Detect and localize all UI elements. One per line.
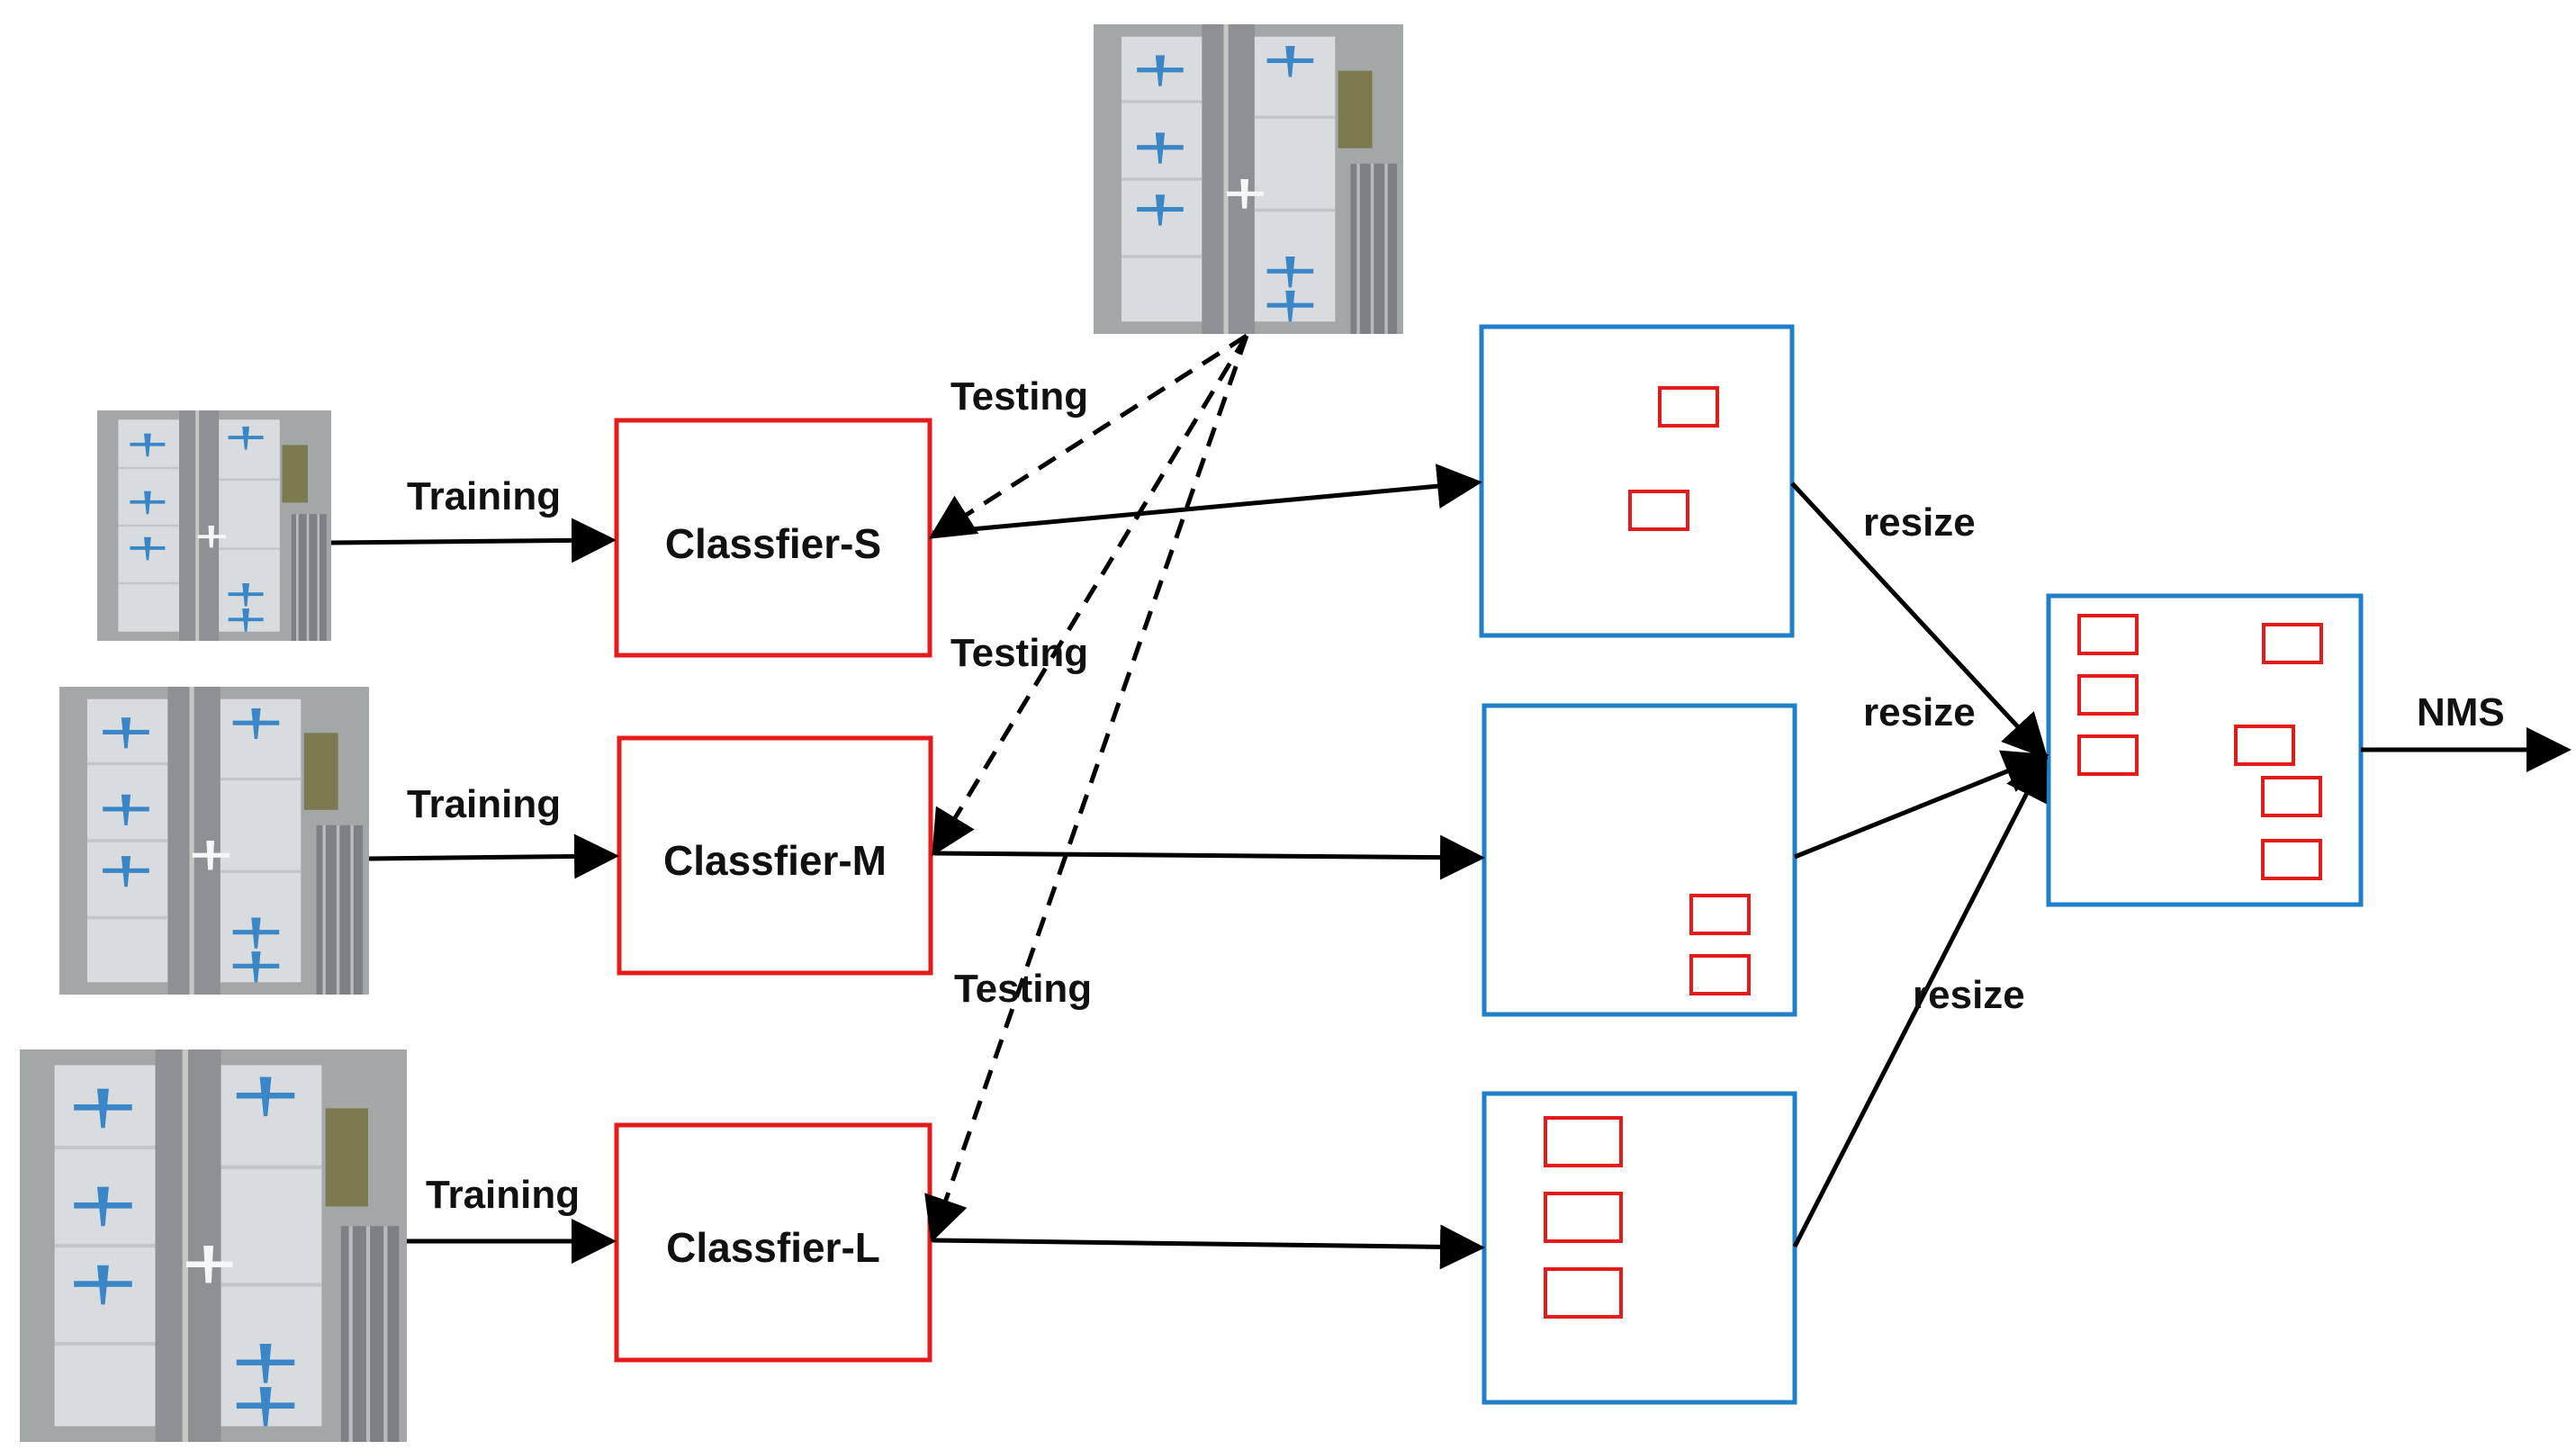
detection-box xyxy=(2077,734,2139,776)
result-box-large xyxy=(1482,1091,1797,1405)
detection-box xyxy=(1628,490,1689,531)
resize-label-medium: resize xyxy=(1863,690,1976,734)
detection-box xyxy=(1689,894,1751,935)
detection-boxes xyxy=(1544,386,2323,1319)
detection-box xyxy=(2077,614,2139,655)
resize-label-small: resize xyxy=(1863,500,1976,545)
result-box-small xyxy=(1479,324,1795,638)
training-arrow-small xyxy=(330,518,617,563)
training-image-small xyxy=(95,409,333,643)
resize-label-large: resize xyxy=(1913,973,2025,1017)
training-image-large xyxy=(20,1049,407,1442)
resize-arrow-medium xyxy=(1794,750,2049,860)
training-label-large: Training xyxy=(426,1173,580,1217)
testing-arrow-medium xyxy=(932,334,1249,857)
testing-arrow-small xyxy=(928,333,1248,539)
test-airport-image xyxy=(1092,23,1405,336)
classifier-l-label: Classfier-L xyxy=(666,1224,880,1271)
detection-box xyxy=(1544,1116,1623,1167)
testing-arrow-large xyxy=(924,335,1249,1243)
classifier-m-label: Classfier-M xyxy=(663,837,887,884)
detection-box xyxy=(2262,623,2323,664)
detection-box xyxy=(2234,725,2295,766)
detection-box xyxy=(1658,386,1719,428)
training-image-medium xyxy=(58,685,371,996)
testing-label-large: Testing xyxy=(954,967,1092,1011)
training-label-medium: Training xyxy=(407,782,561,826)
detection-box xyxy=(2077,674,2139,716)
classifier-m-box xyxy=(617,735,933,976)
training-label-small: Training xyxy=(407,474,561,518)
nms-label: NMS xyxy=(2417,690,2505,734)
merged-result-box xyxy=(2046,593,2364,907)
detection-box xyxy=(1544,1192,1623,1243)
resize-arrow-small xyxy=(1790,482,2049,760)
testing-label-medium: Testing xyxy=(950,631,1088,675)
output-arrow-small xyxy=(932,464,1482,536)
output-arrow-medium xyxy=(933,834,1485,880)
resize-arrow-large xyxy=(1792,753,2048,1248)
training-arrow-medium xyxy=(368,833,619,879)
detection-box xyxy=(1544,1267,1623,1319)
detection-box xyxy=(2261,776,2322,817)
output-arrow-large xyxy=(932,1224,1485,1270)
detection-box xyxy=(1689,954,1751,995)
detection-box xyxy=(2261,839,2322,880)
classifier-s-label: Classfier-S xyxy=(665,520,881,567)
testing-label-small: Testing xyxy=(950,374,1088,419)
